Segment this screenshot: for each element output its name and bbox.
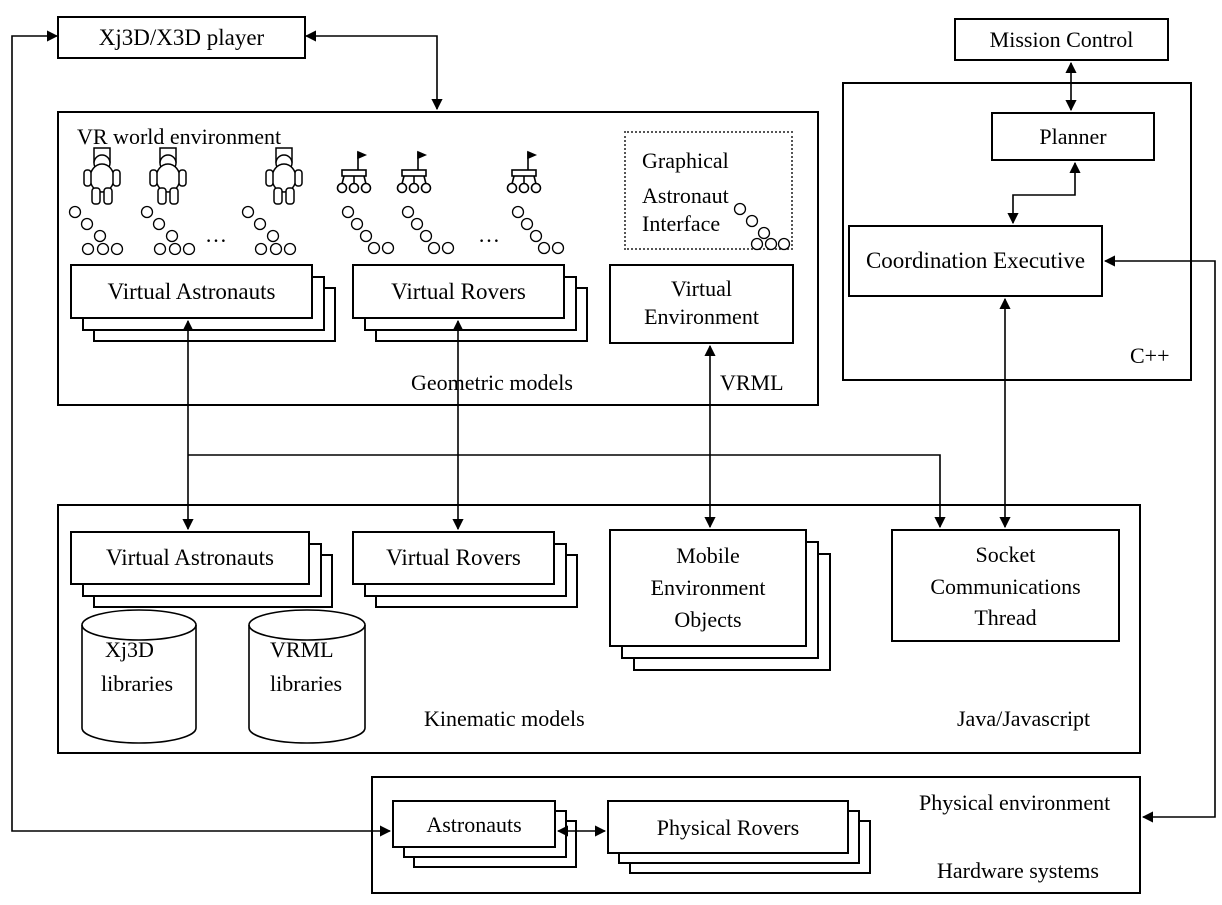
kin-virtual-astronauts: Virtual Astronauts xyxy=(70,531,310,585)
hardware-systems-label: Hardware systems xyxy=(937,858,1099,883)
cplusplus-language-label: C++ xyxy=(1130,343,1170,368)
gai-line2: Astronaut xyxy=(642,183,729,208)
geometric-models-label: Geometric models xyxy=(411,370,573,395)
astronauts-ellipsis: … xyxy=(205,222,229,247)
mobile-line1: Mobile xyxy=(676,543,740,568)
vr-virtual-environment: Virtual Environment xyxy=(609,264,794,344)
mobile-environment-objects: Mobile Environment Objects xyxy=(609,529,807,647)
kinematic-models-label: Kinematic models xyxy=(424,706,585,731)
vrml-language-label: VRML xyxy=(720,370,784,395)
vrml-libraries-line2: libraries xyxy=(270,671,343,696)
physical-environment-title: Physical environment xyxy=(919,790,1111,815)
virtual-environment-line2: Environment xyxy=(644,304,759,329)
mission-control: Mission Control xyxy=(954,18,1169,61)
java-javascript-label: Java/Javascript xyxy=(957,706,1091,731)
gai-line1: Graphical xyxy=(642,148,729,173)
phys-rovers: Physical Rovers xyxy=(607,800,849,854)
xj3d-libraries-line2: libraries xyxy=(101,671,174,696)
gai-line3: Interface xyxy=(642,211,721,236)
mobile-line2: Environment xyxy=(650,575,766,600)
xj3d-x3d-player: Xj3D/X3D player xyxy=(57,16,306,59)
vr-virtual-astronauts: Virtual Astronauts xyxy=(70,264,313,319)
socket-line1: Socket xyxy=(975,542,1036,567)
kin-virtual-rovers: Virtual Rovers xyxy=(352,531,555,585)
vr-virtual-rovers: Virtual Rovers xyxy=(352,264,565,319)
planner: Planner xyxy=(991,112,1155,161)
vr-world-title: VR world environment xyxy=(77,124,282,149)
coordination-executive: Coordination Executive xyxy=(848,225,1103,297)
mobile-line3: Objects xyxy=(674,607,742,632)
virtual-environment-line1: Virtual xyxy=(671,276,732,301)
socket-line2: Communications xyxy=(930,574,1081,599)
phys-astronauts: Astronauts xyxy=(392,800,556,848)
socket-line3: Thread xyxy=(974,605,1037,630)
rovers-ellipsis: … xyxy=(478,222,502,247)
socket-communications-thread: Socket Communications Thread xyxy=(891,529,1120,642)
vrml-libraries-line1: VRML xyxy=(270,637,334,662)
xj3d-libraries-line1: Xj3D xyxy=(105,637,154,662)
player-to-vr-world-line xyxy=(304,30,443,111)
